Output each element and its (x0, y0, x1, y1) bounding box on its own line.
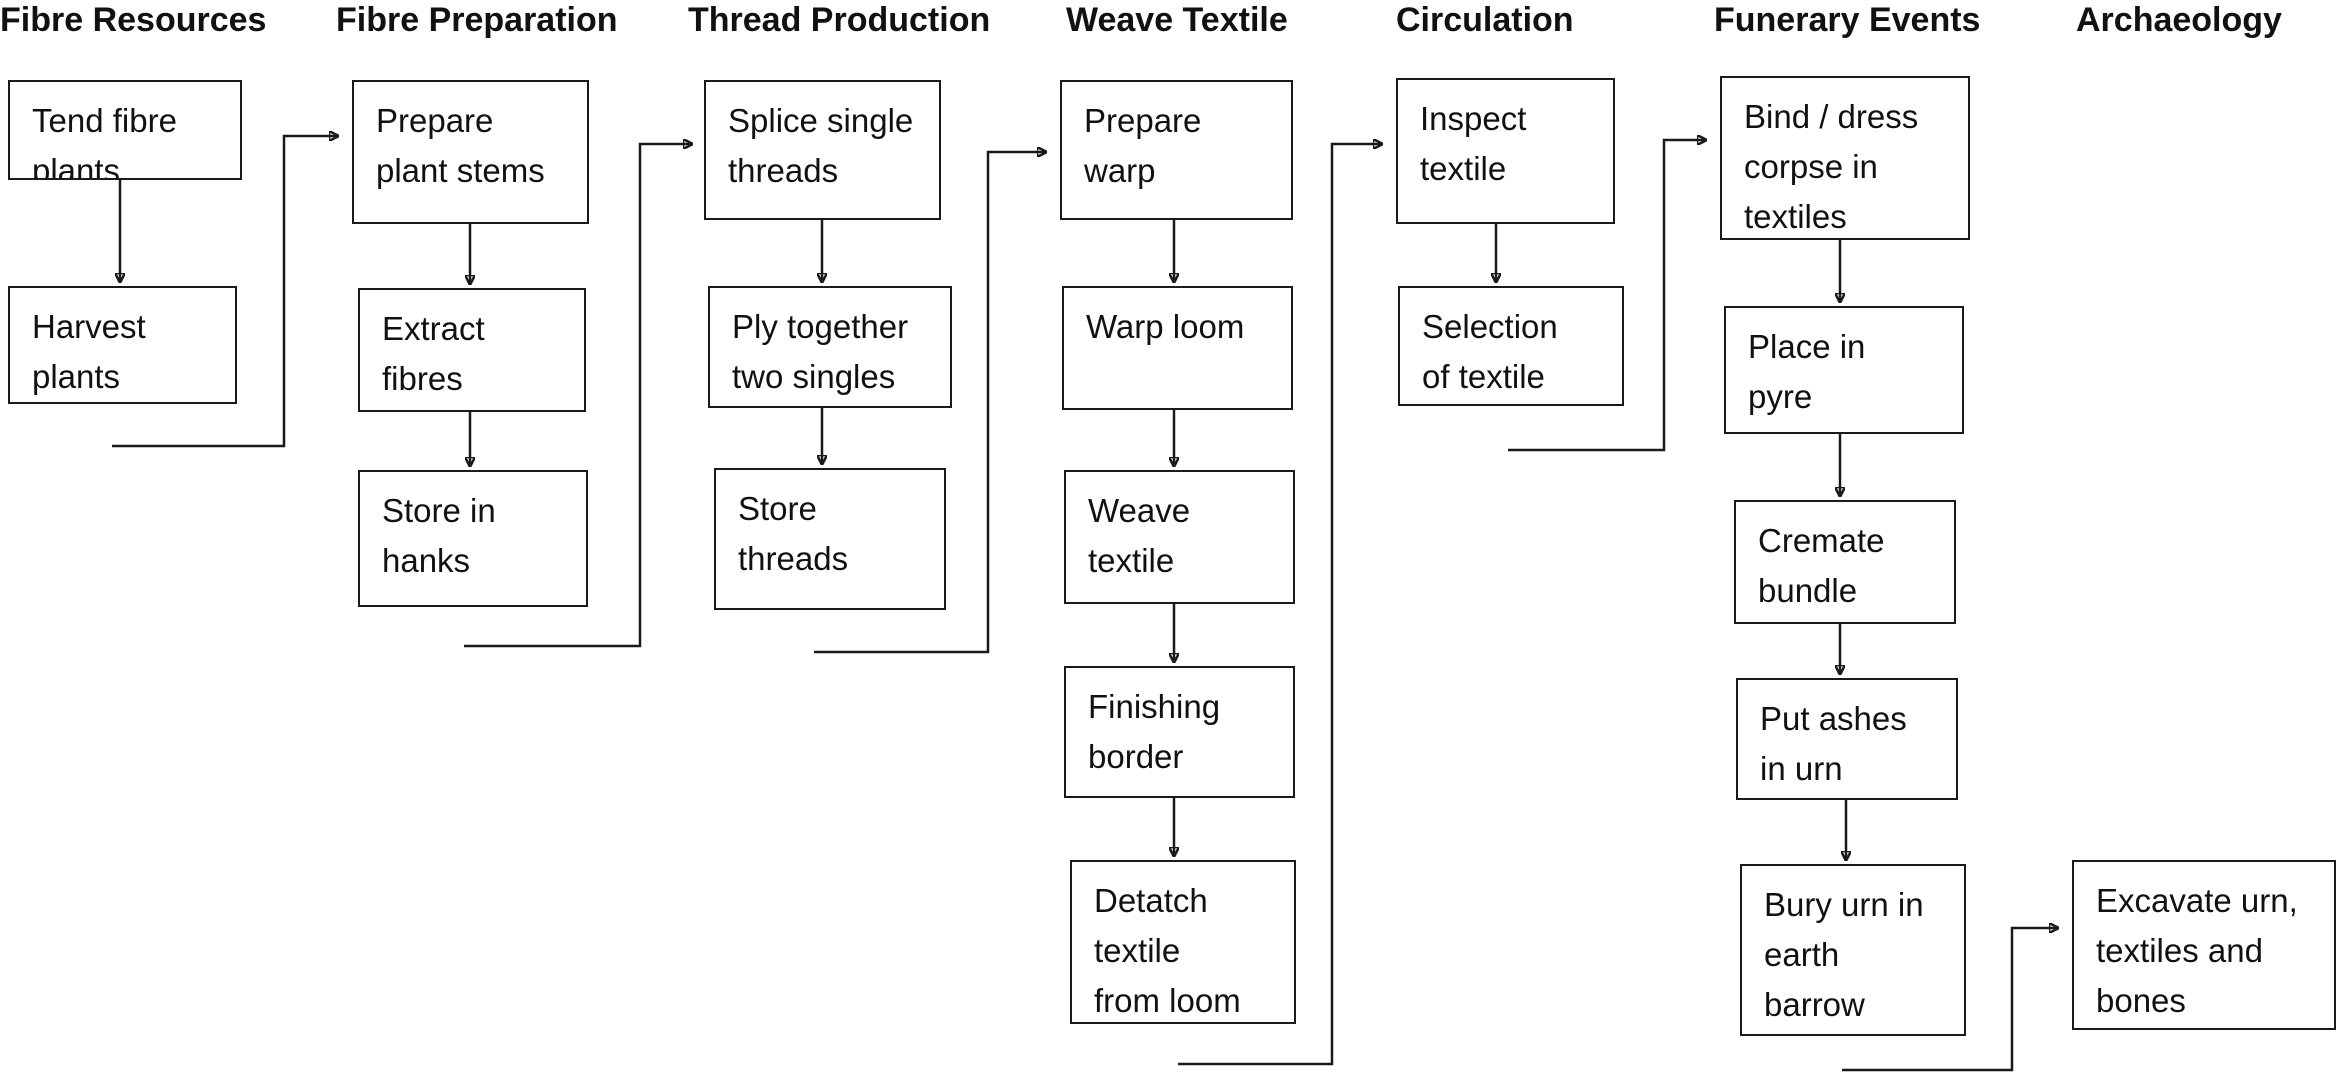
step-text-line: hanks (382, 542, 471, 579)
step-text-line: from loom (1094, 982, 1241, 1019)
step-detatch-textile-from-loom: Detatch textile from loom (1070, 860, 1296, 1024)
step-text-line: plant stems (376, 152, 545, 189)
step-text-line: textiles and (2096, 932, 2263, 969)
step-text-line: Splice single (728, 102, 914, 139)
step-text-line: barrow (1764, 986, 1865, 1023)
step-text-line: Bind / dress (1744, 98, 1919, 135)
step-bind-dress-corpse-in-textiles: Bind / dress corpse in textiles (1720, 76, 1970, 240)
step-text-line: Store in (382, 492, 496, 529)
step-text-line: two singles (732, 358, 896, 395)
step-text-line: threads (738, 540, 849, 577)
step-bury-urn-in-earth-barrow: Bury urn in earth barrow (1740, 864, 1966, 1036)
step-text-line: fibres (382, 360, 463, 397)
step-harvest-plants: Harvest plants (8, 286, 237, 404)
step-text-line: bundle (1758, 572, 1858, 609)
step-weave-textile: Weave textile (1064, 470, 1295, 604)
step-text-line: Bury urn in (1764, 886, 1924, 923)
step-text-line: border (1088, 738, 1184, 775)
column-header-circulation: Circulation (1396, 1, 1574, 39)
step-text-line: Prepare (1084, 102, 1202, 139)
step-text-line: Warp loom (1086, 308, 1245, 345)
step-prepare-warp: Prepare warp (1060, 80, 1293, 220)
column-header-fibre-resources: Fibre Resources (0, 1, 267, 39)
column-header-weave-textile: Weave Textile (1066, 1, 1288, 39)
step-text-line: Detatch (1094, 882, 1208, 919)
step-cremate-bundle: Cremate bundle (1734, 500, 1956, 624)
column-header-archaeology: Archaeology (2076, 1, 2282, 39)
step-put-ashes-in-urn: Put ashes in urn (1736, 678, 1958, 800)
step-text-line: Weave (1088, 492, 1191, 529)
step-text-line: of textile (1422, 358, 1545, 395)
step-text-line: earth (1764, 936, 1840, 973)
step-text-line: in urn (1760, 750, 1843, 787)
step-text-line: Finishing (1088, 688, 1221, 725)
step-text-line: textiles (1744, 198, 1847, 235)
step-inspect-textile: Inspect textile (1396, 78, 1615, 224)
step-text-line: Selection (1422, 308, 1558, 345)
step-text-line: Store (738, 490, 817, 527)
column-header-fibre-preparation: Fibre Preparation (336, 1, 618, 39)
step-tend-fibre-plants: Tend fibre plants (8, 80, 242, 180)
step-splice-single-threads: Splice single threads (704, 80, 941, 220)
column-header-funerary-events: Funerary Events (1714, 1, 1981, 39)
step-text-line: Harvest (32, 308, 146, 345)
step-excavate-urn-textiles-and-bones: Excavate urn, textiles and bones (2072, 860, 2336, 1030)
step-store-in-hanks: Store in hanks (358, 470, 588, 607)
step-text-line: plants (32, 152, 121, 180)
step-text-line: threads (728, 152, 839, 189)
step-text-line: corpse in (1744, 148, 1878, 185)
step-store-threads: Store threads (714, 468, 946, 610)
step-selection-of-textile: Selection of textile (1398, 286, 1624, 406)
step-extract-fibres: Extract fibres (358, 288, 586, 412)
step-prepare-plant-stems: Prepare plant stems (352, 80, 589, 224)
step-text-line: Extract (382, 310, 485, 347)
step-place-in-pyre: Place in pyre (1724, 306, 1964, 434)
step-text-line: Cremate (1758, 522, 1885, 559)
step-text-line: Prepare (376, 102, 494, 139)
step-warp-loom: Warp loom (1062, 286, 1293, 410)
step-text-line: Place in (1748, 328, 1866, 365)
step-ply-together-two-singles: Ply together two singles (708, 286, 952, 408)
step-text-line: Put ashes (1760, 700, 1907, 737)
step-text-line: textile (1420, 150, 1507, 187)
step-text-line: pyre (1748, 378, 1813, 415)
step-text-line: Ply together (732, 308, 909, 345)
step-text-line: warp (1084, 152, 1156, 189)
step-text-line: bones (2096, 982, 2186, 1019)
column-header-thread-production: Thread Production (688, 1, 991, 39)
step-text-line: Tend fibre (32, 102, 177, 139)
step-text-line: textile (1094, 932, 1181, 969)
step-text-line: Excavate urn, (2096, 882, 2298, 919)
step-text-line: Inspect (1420, 100, 1527, 137)
step-text-line: plants (32, 358, 121, 395)
step-text-line: textile (1088, 542, 1175, 579)
step-finishing-border: Finishing border (1064, 666, 1295, 798)
